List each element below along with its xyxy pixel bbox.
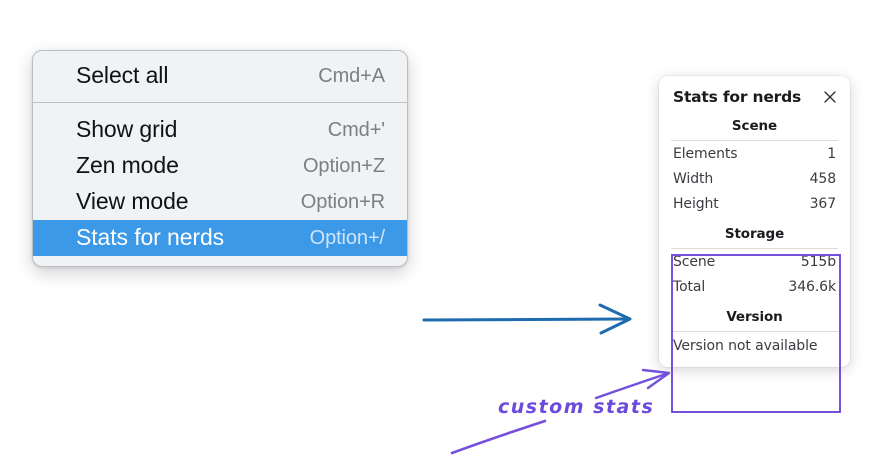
menu-item-label: Stats for nerds [76, 224, 225, 250]
section-rule [671, 331, 838, 332]
stat-value: 367 [809, 196, 837, 212]
stat-value: 515b [800, 254, 836, 270]
menu-item-shortcut: Option+/ [309, 226, 385, 249]
menu-item-view-mode[interactable]: View mode Option+R [33, 184, 407, 220]
purple-underline-stroke [450, 419, 547, 455]
stat-version-text: Version not available [673, 338, 818, 354]
stat-key: Elements [673, 146, 738, 162]
stat-key: Height [673, 196, 719, 212]
menu-item-shortcut: Cmd+A [318, 64, 385, 87]
stat-value: 346.6k [788, 279, 836, 295]
menu-item-zen-mode[interactable]: Zen mode Option+Z [33, 148, 407, 184]
menu-item-select-all[interactable]: Select all Cmd+A [33, 58, 407, 94]
section-rule [671, 140, 838, 141]
menu-item-shortcut: Option+Z [302, 154, 385, 177]
stat-key: Width [673, 171, 714, 187]
menu-item-label: View mode [76, 188, 189, 214]
panel-header: Stats for nerds [669, 84, 840, 108]
handwritten-note: custom stats [498, 396, 655, 418]
menu-item-shortcut: Option+R [300, 190, 385, 213]
stat-row-width: Width 458 [669, 166, 840, 191]
context-menu[interactable]: Select all Cmd+A Show grid Cmd+' Zen mod… [32, 50, 408, 267]
stat-value: 1 [827, 146, 836, 162]
menu-item-stats-for-nerds[interactable]: Stats for nerds Option+/ [33, 220, 407, 256]
menu-item-show-grid[interactable]: Show grid Cmd+' [33, 112, 407, 148]
panel-title: Stats for nerds [673, 88, 802, 106]
menu-item-label: Show grid [76, 116, 178, 142]
stats-for-nerds-panel: Stats for nerds Scene Elements 1 Width 4… [659, 76, 850, 367]
stat-row-storage-total: Total 346.6k [669, 274, 840, 299]
menu-item-label: Select all [76, 62, 169, 88]
menu-separator [33, 102, 407, 103]
stat-row-elements: Elements 1 [669, 141, 840, 166]
section-rule [671, 248, 838, 249]
close-icon[interactable] [822, 89, 838, 105]
stat-row-storage-scene: Scene 515b [669, 249, 840, 274]
menu-item-shortcut: Cmd+' [327, 118, 385, 141]
menu-item-label: Zen mode [76, 152, 179, 178]
section-heading-scene: Scene [731, 118, 778, 134]
stat-value: 458 [809, 171, 837, 187]
menu-group-2: Show grid Cmd+' Zen mode Option+Z View m… [33, 103, 407, 266]
purple-pointer-arrow [594, 368, 671, 400]
stat-key: Scene [673, 254, 716, 270]
stat-row-height: Height 367 [669, 191, 840, 216]
stat-key: Total [673, 279, 706, 295]
section-heading-version: Version [726, 309, 783, 325]
menu-group-1: Select all Cmd+A [33, 51, 407, 102]
blue-pointer-arrow [422, 303, 632, 335]
section-heading-storage: Storage [724, 226, 785, 242]
